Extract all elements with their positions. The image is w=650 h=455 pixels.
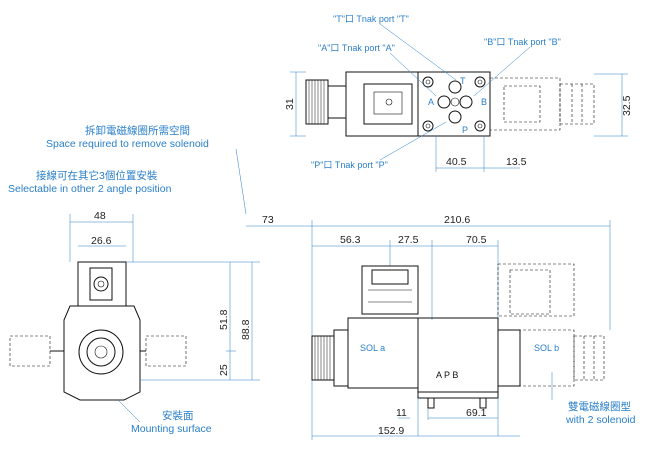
note-angle-en: Selectable in other 2 angle position xyxy=(8,183,172,195)
note-port-p: "P"口 Tnak port "P" xyxy=(311,160,388,170)
dim-bottom-total: 152.9 xyxy=(378,425,404,437)
front-connector xyxy=(361,265,419,315)
face-letter-b: B xyxy=(481,97,487,107)
end-connector xyxy=(77,261,127,307)
label-apb: A P B xyxy=(436,370,458,380)
top-view: T A B P 31 32.5 40.5 13.5 xyxy=(284,23,633,172)
top-connector xyxy=(305,79,329,125)
dim-top-b-end: 13.5 xyxy=(506,156,527,168)
dim-seg2: 27.5 xyxy=(398,234,419,246)
front-valve-body xyxy=(417,317,499,399)
dim-left-upper: 51.8 xyxy=(218,309,230,330)
front-view: 73 210.6 56.3 27.5 70.5 SOL a A P B xyxy=(246,214,611,440)
front-solenoid-a xyxy=(347,317,419,389)
front-solenoid-b-dashed xyxy=(497,263,575,317)
label-sol-a: SOL a xyxy=(360,343,385,353)
face-letter-a: A xyxy=(428,97,434,107)
dim-seg3: 70.5 xyxy=(466,234,487,246)
note-port-t: "T"口 Tnak port "T" xyxy=(333,14,409,24)
note-port-b: "B"口 Tnak port "B" xyxy=(484,37,561,47)
end-view: 48 26.6 51.8 88.8 25 xyxy=(9,210,260,401)
dim-left-lower: 25 xyxy=(218,364,230,376)
end-coil xyxy=(63,305,141,401)
dim-top-p-b: 40.5 xyxy=(446,156,467,168)
dim-left-width: 48 xyxy=(94,210,106,222)
dim-top-width: 31 xyxy=(284,98,296,110)
dim-seg1: 56.3 xyxy=(340,234,361,246)
note-twin-en: with 2 solenoid xyxy=(565,414,636,426)
dim-bottom-11: 11 xyxy=(396,407,407,419)
dim-overall: 210.6 xyxy=(444,214,470,226)
dim-left-height: 88.8 xyxy=(240,319,252,340)
dim-bottom-69: 69.1 xyxy=(466,407,487,419)
note-space-en: Space required to remove solenoid xyxy=(46,138,209,150)
label-sol-b: SOL b xyxy=(534,343,559,353)
dim-top-height: 32.5 xyxy=(621,95,633,116)
face-letter-p: P xyxy=(462,125,468,135)
note-port-a: "A"口 Tnak port "A" xyxy=(318,43,395,53)
note-space-cn: 拆卸電磁線圈所需空間 xyxy=(85,124,190,137)
front-knob xyxy=(311,335,335,381)
note-twin-cn: 雙電磁線圈型 xyxy=(568,400,631,413)
top-solenoid-housing xyxy=(345,71,419,137)
dim-clearance: 73 xyxy=(262,214,274,226)
note-angle-cn: 接線可在其它3個位置安裝 xyxy=(36,169,158,182)
note-mount-en: Mounting surface xyxy=(131,423,212,435)
face-letter-t: T xyxy=(460,76,466,86)
note-mount-cn: 安裝面 xyxy=(162,409,194,422)
dim-left-inner: 26.6 xyxy=(91,235,112,247)
